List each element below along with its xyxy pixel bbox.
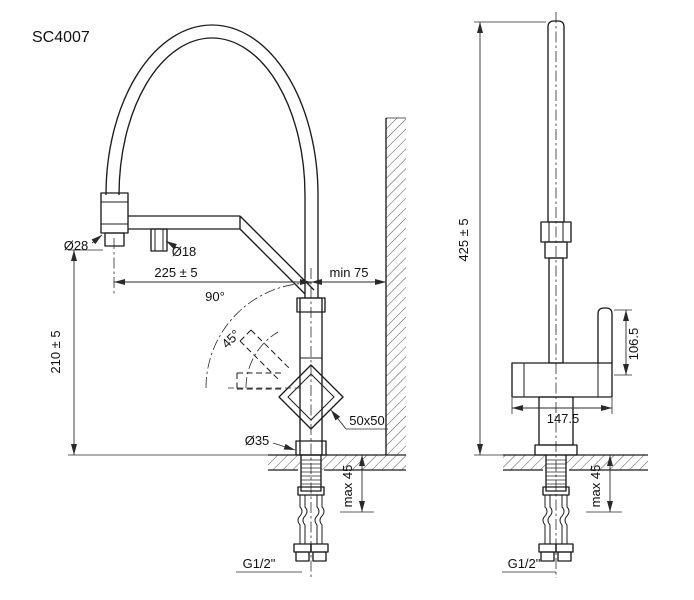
- swivel-angle-label: 90°: [205, 289, 225, 304]
- handle-lever-side: [597, 307, 613, 363]
- spout-tube-side: [547, 20, 565, 223]
- shank-side: [545, 454, 567, 492]
- max-counter-label-side: max 45: [588, 465, 603, 508]
- hose-connector-1-nut: [293, 543, 312, 553]
- mounting-nut-side: [542, 486, 570, 496]
- side-view: 425 ± 5 106.5 147.5 max 45 G1/2": [456, 12, 648, 578]
- hose-connector-side-1-end: [540, 551, 555, 562]
- mounting-nut: [297, 486, 325, 496]
- hose-connector-side-2-end: [557, 551, 572, 562]
- shank-thread-ticks: [301, 459, 321, 485]
- front-view: Ø28 Ø18 225 ± 5 min 75 90° 45° 210 ± 5 Ø…: [48, 24, 406, 578]
- supply-hose-side-1b: [547, 495, 553, 544]
- handle-dashed-diagonal: [239, 329, 292, 382]
- handle-height-label: 106.5: [626, 328, 641, 361]
- model-number: SC4007: [32, 29, 90, 46]
- supply-hose-2a: [314, 495, 320, 544]
- counter-hatch-right-side: [566, 455, 648, 470]
- supply-hose-side-1a: [542, 495, 548, 544]
- counter-hatch-right: [321, 455, 406, 470]
- aerator-diameter-label: Ø18: [172, 244, 197, 259]
- supply-hose-side-2b: [564, 495, 570, 544]
- supply-hose-1b: [302, 495, 308, 544]
- wall-hatch: [386, 118, 406, 455]
- max-counter-label-front: max 45: [340, 465, 355, 508]
- outlet-height-label: 210 ± 5: [48, 330, 63, 373]
- leader-aerator-diameter: [165, 240, 177, 250]
- shank: [300, 454, 322, 492]
- supply-hose-side-2a: [559, 495, 565, 544]
- leader-head-diameter: [91, 234, 103, 245]
- wall-distance-label: min 75: [329, 265, 368, 280]
- supply-hose-1a: [297, 495, 303, 544]
- counter-hatch-left-side: [503, 455, 546, 470]
- reach-label: 225 ± 5: [154, 265, 197, 280]
- hose-connector-1-end: [295, 551, 310, 562]
- gooseneck-outer: [105, 24, 319, 298]
- hose-connector-2-end: [312, 551, 327, 562]
- thread-label-front: G1/2": [243, 556, 276, 571]
- hose-connector-side-2-nut: [555, 543, 574, 553]
- shank-thread-ticks-side: [546, 459, 566, 485]
- hose-connector-2-nut: [310, 543, 329, 553]
- rotation-arc-45: [245, 331, 279, 389]
- aerator: [104, 232, 125, 247]
- leader-base-diameter: [272, 442, 296, 451]
- leader-mount-square: [330, 409, 347, 430]
- total-height-label: 425 ± 5: [456, 218, 471, 261]
- tilt-angle-label: 45°: [219, 327, 244, 352]
- side-dimensions: 425 ± 5 106.5 147.5 max 45 G1/2": [456, 21, 641, 573]
- diverter-knob: [150, 228, 168, 252]
- rotation-arc-90: [205, 282, 312, 389]
- front-dimensions: Ø28 Ø18 225 ± 5 min 75 90° 45° 210 ± 5 Ø…: [48, 234, 388, 573]
- counter-hatch-left: [268, 455, 301, 470]
- gooseneck-inner: [118, 37, 306, 298]
- head-diameter-label: Ø28: [64, 238, 89, 253]
- thread-label-side: G1/2": [508, 556, 541, 571]
- body-depth-label: 147.5: [547, 411, 580, 426]
- supply-hose-2b: [319, 495, 325, 544]
- handle-dashed-horizontal: [236, 372, 284, 390]
- spout-arm: [128, 215, 241, 230]
- base-diameter-label: Ø35: [245, 433, 270, 448]
- mount-square-label: 50x50: [349, 413, 384, 428]
- spout-head: [100, 192, 129, 234]
- body-block-side: [511, 362, 613, 398]
- hose-connector-side-1-nut: [538, 543, 557, 553]
